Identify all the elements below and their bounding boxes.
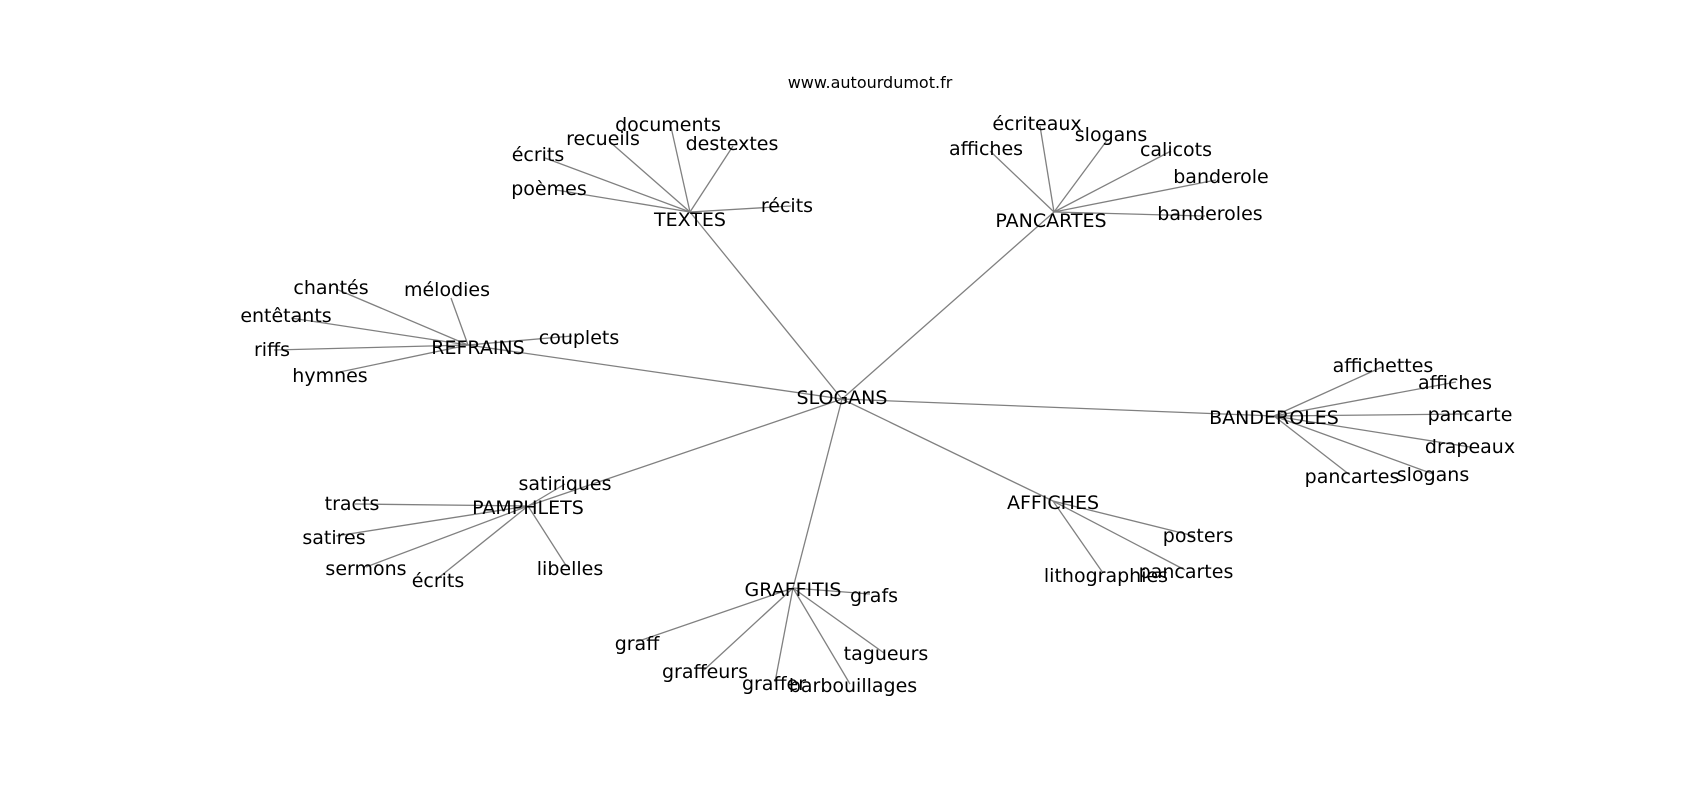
edge-banderoles-drapeaux — [1273, 415, 1471, 448]
leaf-node-refrains-hymnes: hymnes — [292, 365, 367, 387]
edge-graffitis-graffer — [774, 587, 794, 683]
leaf-node-textes-recits: récits — [761, 195, 813, 217]
edge-graffitis-graffeurs — [703, 587, 794, 671]
edge-pamphlets-satires — [335, 505, 529, 537]
leaf-node-banderoles-slogans: slogans — [1397, 464, 1469, 486]
leaf-node-pamphlets-satiriques: satiriques — [518, 473, 611, 495]
edge-banderoles-pancartes — [1273, 415, 1351, 476]
edge-graffitis-grafs — [792, 587, 871, 595]
edge-banderoles-pancarte — [1273, 413, 1470, 417]
edge-pancartes-banderole — [1053, 179, 1217, 213]
leaf-node-textes-destextes: destextes — [686, 133, 779, 155]
hub-node-refrains: REFRAINS — [431, 337, 524, 359]
edge-pancartes-ecriteaux — [1039, 125, 1055, 213]
edge-banderoles-slogans — [1273, 415, 1434, 475]
edge-center-affiches — [841, 398, 1054, 502]
leaf-node-pamphlets-satires: satires — [302, 527, 365, 549]
edge-graffitis-barbouillages — [792, 587, 851, 685]
center-node-label: SLOGANS — [797, 387, 888, 409]
edge-textes-destextes — [689, 145, 734, 213]
edge-refrains-chantes — [335, 288, 469, 346]
edge-graffitis-graff — [635, 587, 794, 643]
edge-textes-documents — [670, 126, 691, 213]
leaf-node-textes-documents: documents — [615, 114, 721, 136]
leaf-node-graffitis-grafs: grafs — [850, 585, 898, 607]
leaf-node-textes-poemes: poèmes — [511, 178, 586, 200]
edge-pancartes-affiches — [989, 150, 1055, 213]
leaf-node-affiches-lithographies: lithographies — [1044, 565, 1168, 587]
leaf-node-pancartes-affiches: affiches — [949, 138, 1023, 160]
edge-center-pamphlets — [527, 398, 843, 507]
leaf-node-graffitis-graffeurs: graffeurs — [662, 661, 748, 683]
edge-pancartes-slogans — [1053, 138, 1109, 213]
hub-node-textes: TEXTES — [653, 209, 726, 231]
leaf-node-pancartes-banderole: banderole — [1173, 166, 1268, 188]
leaf-node-banderoles-affiches: affiches — [1418, 372, 1492, 394]
edge-center-graffitis — [792, 398, 843, 589]
leaf-node-graffitis-graff: graff — [615, 633, 661, 655]
leaf-node-refrains-riffs: riffs — [254, 339, 290, 361]
leaf-node-graffitis-barbouillages: barbouillages — [789, 675, 917, 697]
edge-center-pancartes — [841, 211, 1055, 400]
edge-affiches-pancartes — [1052, 500, 1186, 571]
leaf-node-affiches-pancartes: pancartes — [1139, 561, 1234, 583]
leaf-node-pamphlets-ecrits: écrits — [412, 570, 465, 592]
edge-banderoles-affichettes — [1273, 366, 1383, 417]
leaf-node-pamphlets-libelles: libelles — [537, 558, 603, 580]
edge-affiches-posters — [1052, 500, 1195, 537]
edge-textes-recits — [689, 205, 792, 213]
edge-refrains-melodies — [450, 297, 469, 346]
graph-edges — [273, 125, 1471, 685]
leaf-node-refrains-entetants: entêtants — [240, 305, 331, 327]
edge-pancartes-calicots — [1053, 150, 1172, 213]
hub-node-pamphlets: PAMPHLETS — [472, 497, 584, 519]
leaf-node-refrains-chantes: chantés — [293, 277, 368, 299]
edge-textes-ecrits — [544, 157, 691, 213]
leaf-node-banderoles-affichettes: affichettes — [1333, 355, 1434, 377]
edge-center-textes — [689, 211, 843, 400]
edge-refrains-couplets — [467, 335, 573, 346]
leaf-node-pancartes-calicots: calicots — [1140, 139, 1212, 161]
hub-node-affiches: AFFICHES — [1007, 492, 1099, 514]
edge-pamphlets-tracts — [354, 503, 529, 507]
graph-labels: SLOGANSTEXTESécritsrecueilsdocumentsdest… — [240, 113, 1515, 697]
leaf-node-pancartes-ecriteaux: écriteaux — [992, 113, 1081, 135]
edge-pamphlets-libelles — [527, 505, 568, 568]
leaf-node-banderoles-pancarte: pancarte — [1428, 404, 1513, 426]
leaf-node-textes-ecrits: écrits — [512, 144, 565, 166]
edge-textes-poemes — [555, 189, 691, 213]
edge-pamphlets-sermons — [365, 505, 529, 568]
hub-node-graffitis: GRAFFITIS — [745, 579, 842, 601]
edge-pamphlets-ecrits — [436, 505, 529, 580]
hub-node-banderoles: BANDEROLES — [1209, 407, 1339, 429]
leaf-node-banderoles-drapeaux: drapeaux — [1425, 436, 1515, 458]
leaf-node-pancartes-slogans: slogans — [1075, 124, 1147, 146]
leaf-node-pamphlets-tracts: tracts — [325, 493, 380, 515]
leaf-node-textes-recueils: recueils — [566, 128, 640, 150]
leaf-node-graffitis-graffer: graffer — [742, 673, 806, 695]
hub-node-pancartes: PANCARTES — [995, 210, 1106, 232]
edge-pamphlets-satiriques — [527, 483, 566, 507]
leaf-node-refrains-melodies: mélodies — [404, 279, 490, 301]
site-url-label: www.autourdumot.fr — [788, 73, 953, 92]
leaf-node-graffitis-tagueurs: tagueurs — [844, 643, 929, 665]
leaf-node-pancartes-banderoles: banderoles — [1157, 203, 1262, 225]
edge-pancartes-banderoles — [1053, 211, 1206, 217]
edge-graffitis-tagueurs — [792, 587, 885, 654]
edge-refrains-riffs — [273, 344, 469, 351]
edge-refrains-entetants — [290, 317, 469, 346]
edge-affiches-lithographies — [1052, 500, 1104, 574]
edge-refrains-hymnes — [334, 344, 469, 374]
edge-center-banderoles — [841, 398, 1275, 417]
edge-textes-recueils — [609, 141, 691, 213]
leaf-node-affiches-posters: posters — [1163, 525, 1233, 547]
edge-banderoles-affiches — [1273, 381, 1457, 417]
leaf-node-banderoles-pancartes: pancartes — [1305, 466, 1400, 488]
edge-center-refrains — [467, 344, 843, 400]
leaf-node-pamphlets-sermons: sermons — [325, 558, 406, 580]
leaf-node-refrains-couplets: couplets — [539, 327, 620, 349]
